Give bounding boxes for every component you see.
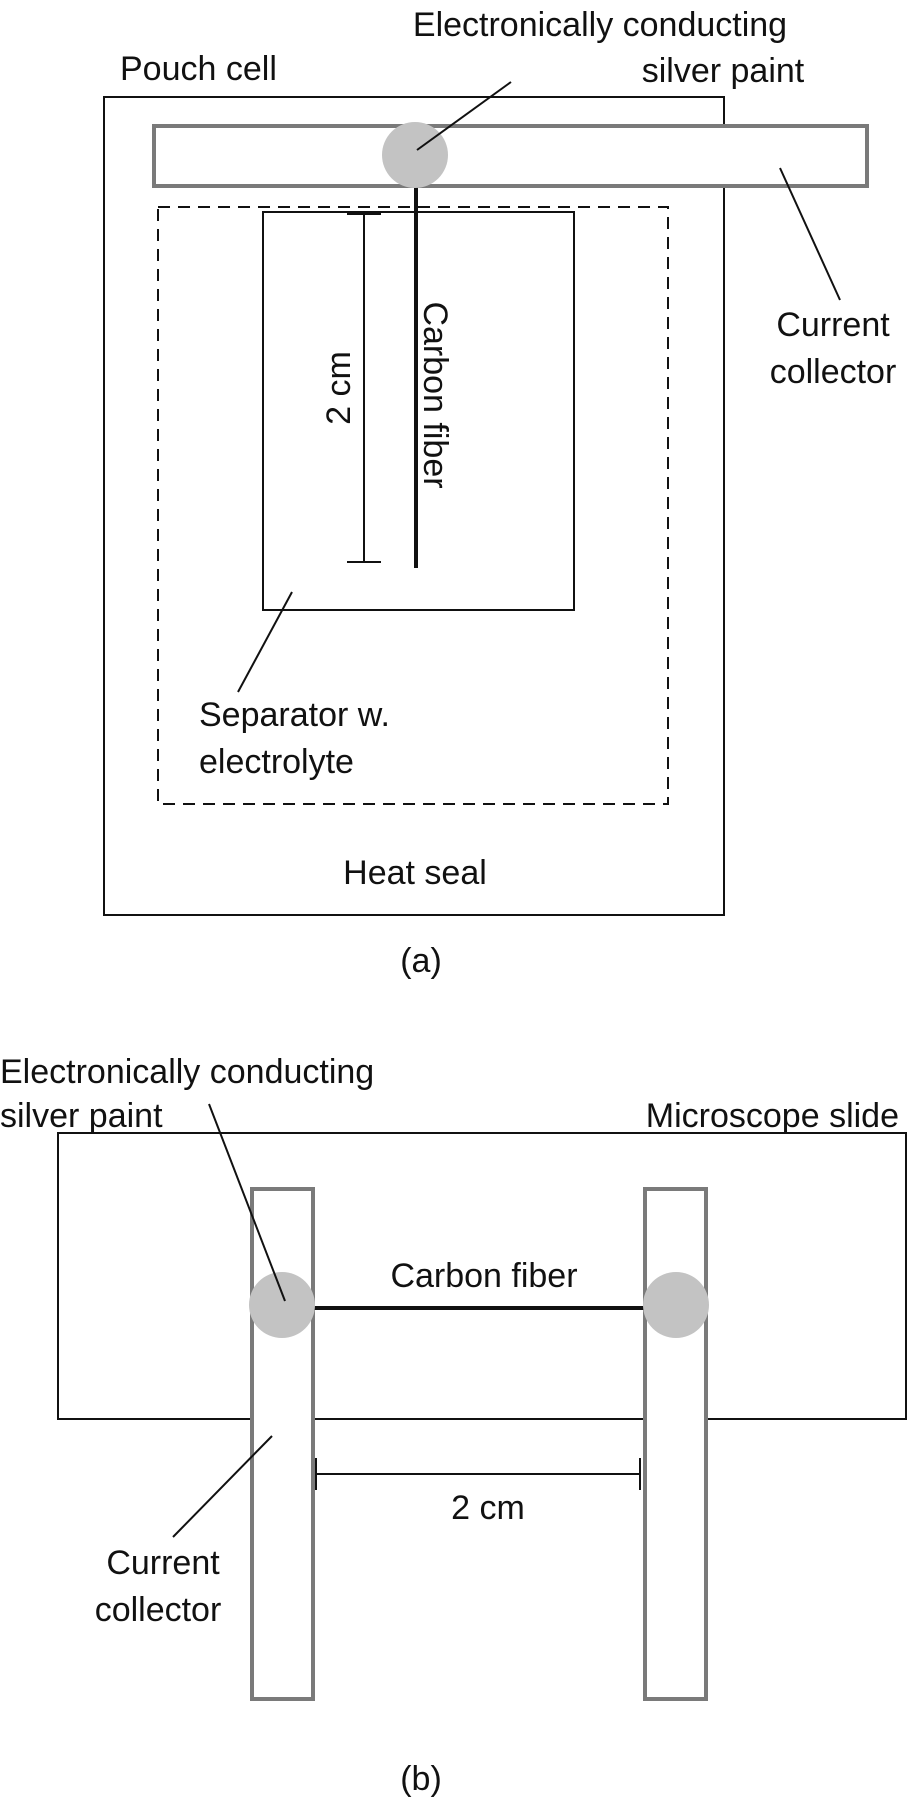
- panel-a: Electronically conducting silver paint P…: [103, 6, 897, 980]
- dimension-marker: [347, 213, 381, 563]
- silver-paint-leader-b: [208, 1103, 286, 1302]
- current-collector-leader: [779, 167, 841, 301]
- panel-a-caption: (a): [400, 942, 442, 980]
- silver-paint-leader: [416, 81, 512, 151]
- carbon-fiber-label-a: Carbon fiber: [416, 301, 454, 488]
- dimension-marker-b: [315, 1458, 641, 1490]
- current-collector-label-a-line2: collector: [770, 353, 897, 391]
- silver-paint-dot: [382, 122, 448, 188]
- pouch-cell-outline: [103, 96, 725, 916]
- separator-leader: [237, 591, 293, 693]
- pouch-cell-label: Pouch cell: [120, 50, 277, 88]
- panel-b: Electronically conducting silver paint M…: [0, 1053, 907, 1798]
- separator-outline: [262, 211, 575, 611]
- panel-b-caption: (b): [400, 1760, 442, 1798]
- leader-lines: [237, 81, 841, 693]
- separator-label-line2: electrolyte: [199, 743, 354, 781]
- current-collector-label-a-line1: Current: [776, 306, 890, 344]
- silver-paint-dot-right: [643, 1272, 709, 1338]
- heat-seal-label: Heat seal: [343, 854, 487, 892]
- current-collector-leader-b: [172, 1435, 273, 1538]
- current-collector-bar: [152, 124, 869, 188]
- microscope-slide-outline: [57, 1132, 907, 1420]
- silver-paint-label-a-line2: silver paint: [642, 52, 805, 90]
- silver-paint-label-b-line2: silver paint: [0, 1097, 163, 1135]
- current-collector-label-b-line1: Current: [106, 1544, 220, 1582]
- current-collector-left: [250, 1187, 315, 1701]
- current-collector-label-b-line2: collector: [95, 1591, 222, 1629]
- dimension-label-b: 2 cm: [451, 1489, 525, 1527]
- current-collector-right: [643, 1187, 708, 1701]
- leader-lines-b: [172, 1103, 286, 1538]
- silver-paint-label-b-line1: Electronically conducting: [0, 1053, 374, 1091]
- heat-seal-boundary: [157, 206, 669, 805]
- dimension-label-a: 2 cm: [320, 351, 358, 425]
- silver-paint-dot-left: [249, 1272, 315, 1338]
- carbon-fiber-label-b: Carbon fiber: [390, 1257, 577, 1295]
- separator-label-line1: Separator w.: [199, 696, 390, 734]
- microscope-slide-label: Microscope slide: [646, 1097, 899, 1135]
- silver-paint-label-a-line1: Electronically conducting: [413, 6, 787, 44]
